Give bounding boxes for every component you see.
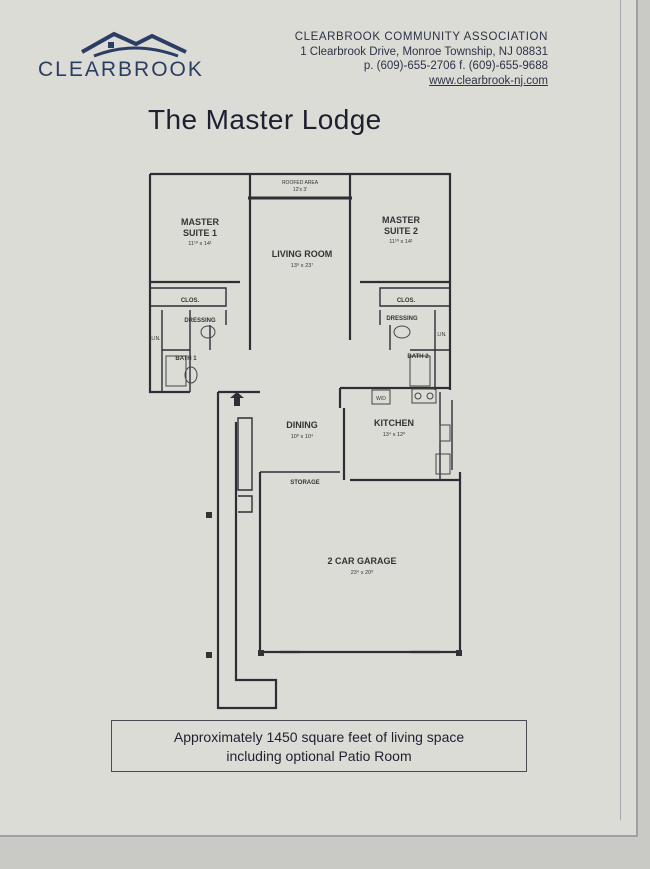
label-kitchen-dim: 13⁴ x 12⁰ (383, 431, 406, 438)
label-washer-dryer: W/D (376, 396, 386, 402)
label-bath-2: BATH 2 (407, 354, 429, 360)
logo-text: CLEARBROOK (38, 58, 204, 81)
label-master-suite-1: MASTER (181, 217, 220, 227)
label-bath-1: BATH 1 (175, 356, 197, 362)
label-garage-dim: 23⁴ x 20⁰ (351, 569, 374, 576)
label-master-suite-1b: SUITE 1 (183, 228, 217, 238)
label-master-suite-1-dim: 11¹⁰ x 14¹ (188, 240, 212, 247)
floor-plan-drawing: ROOFED AREA 12'x 3' MASTER SUITE 1 11¹⁰ … (148, 172, 462, 710)
label-master-suite-2b: SUITE 2 (384, 226, 418, 236)
label-dressing-2: DRESSING (386, 316, 418, 322)
label-closet-1: CLOS. (181, 298, 200, 304)
label-garage: 2 CAR GARAGE (327, 556, 396, 566)
floor-plan: ROOFED AREA 12'x 3' MASTER SUITE 1 11¹⁰ … (140, 160, 470, 725)
roof-logo-icon (81, 31, 187, 58)
label-dining-dim: 10⁰ x 10⁴ (291, 433, 314, 440)
label-master-suite-2: MASTER (382, 215, 421, 225)
association-phones: p. (609)-655-2706 f. (609)-655-9688 (363, 60, 548, 72)
association-name: CLEARBROOK COMMUNITY ASSOCIATION (294, 31, 548, 43)
caption-line-2: including optional Patio Room (226, 748, 412, 764)
label-living-room: LIVING ROOM (272, 249, 333, 259)
association-info: CLEARBROOK COMMUNITY ASSOCIATION 1 Clear… (295, 30, 548, 88)
label-roofed-area: ROOFED AREA (282, 180, 319, 186)
association-address: 1 Clearbrook Drive, Monroe Township, NJ … (300, 45, 548, 58)
label-storage: STORAGE (290, 480, 320, 486)
page-sheet: CLEARBROOK CLEARBROOK COMMUNITY ASSOCIAT… (0, 0, 638, 837)
square-footage-caption: Approximately 1450 square feet of living… (111, 720, 527, 772)
label-living-room-dim: 13⁹ x 23⁷ (291, 262, 313, 269)
label-dressing-1: DRESSING (184, 318, 216, 324)
label-kitchen: KITCHEN (374, 418, 414, 428)
entry-arrow-icon (230, 392, 244, 406)
caption-line-1: Approximately 1450 square feet of living… (173, 729, 465, 745)
association-website[interactable]: www.clearbrook-nj.com (429, 74, 548, 87)
label-closet-2: CLOS. (397, 298, 416, 304)
page-title: The Master Lodge (148, 104, 382, 135)
label-roofed-area-dim: 12'x 3' (293, 187, 307, 193)
label-linen-2: LIN. (437, 332, 446, 338)
clearbrook-logo: CLEARBROOK (34, 26, 234, 86)
label-linen-1: LIN. (151, 336, 160, 342)
label-master-suite-2-dim: 11¹⁰ x 14¹ (389, 238, 413, 245)
label-dining: DINING (286, 420, 318, 430)
sheet-frame (8, 0, 621, 820)
